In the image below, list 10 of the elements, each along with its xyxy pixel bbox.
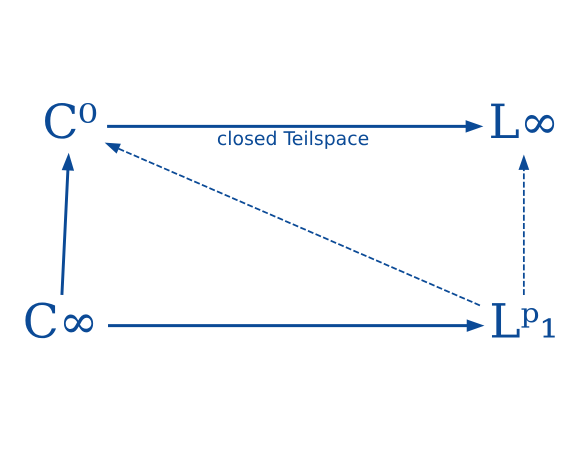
- arrow: [104, 142, 480, 306]
- node-text: C∞: [22, 294, 98, 349]
- node-text: Lᵖ₁: [489, 294, 558, 349]
- arrow: [108, 318, 484, 332]
- node-text: C⁰: [42, 94, 98, 150]
- arrow: [107, 120, 484, 132]
- node-text: L∞: [488, 94, 560, 150]
- edge-label: closed Teilspace: [216, 128, 370, 150]
- arrow: [60, 152, 74, 295]
- arrow: [518, 154, 530, 294]
